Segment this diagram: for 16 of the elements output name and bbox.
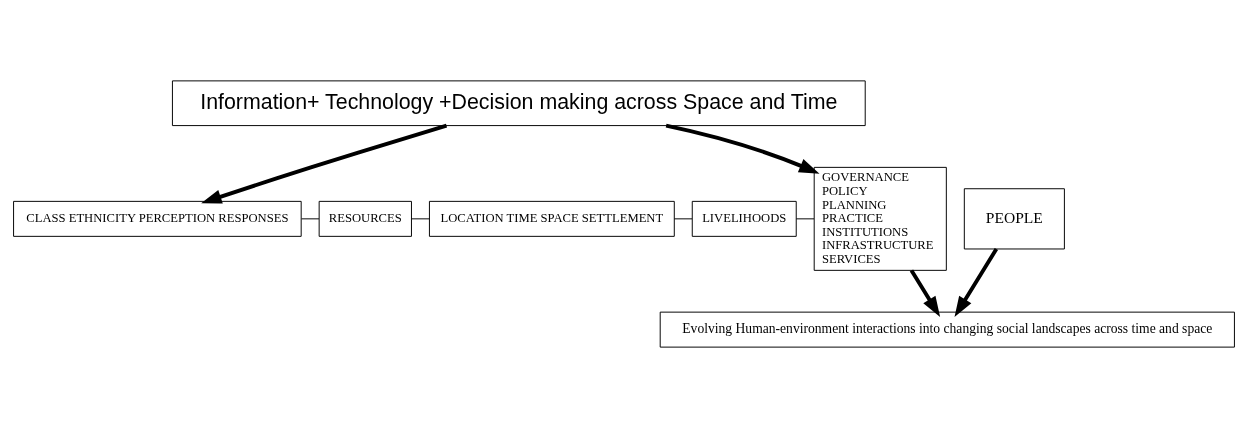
connector <box>411 218 430 220</box>
node-box: Information+ Technology +Decision making across Space and Time <box>171 80 866 127</box>
node-box: Evolving Human-environment interactions into changing social landscapes across time and space <box>659 311 1235 348</box>
arrow <box>909 269 941 317</box>
arrow <box>954 247 999 317</box>
node-box: GOVERNANCE POLICY PLANNING PRACTICE INSTITUTIONS INFRASTRUCTURE SERVICES <box>813 166 947 271</box>
node-box: PEOPLE <box>963 188 1065 250</box>
connector <box>673 218 693 220</box>
arrow <box>665 123 820 174</box>
node-box: RESOURCES <box>318 200 412 237</box>
node-box: LOCATION TIME SPACE SETTLEMENT <box>428 200 675 237</box>
connector <box>795 218 815 220</box>
node-box: LIVELIHOODS <box>691 200 797 237</box>
arrow <box>201 123 448 204</box>
node-box: CLASS ETHNICITY PERCEPTION RESPONSES <box>13 200 302 237</box>
connector <box>301 218 320 220</box>
